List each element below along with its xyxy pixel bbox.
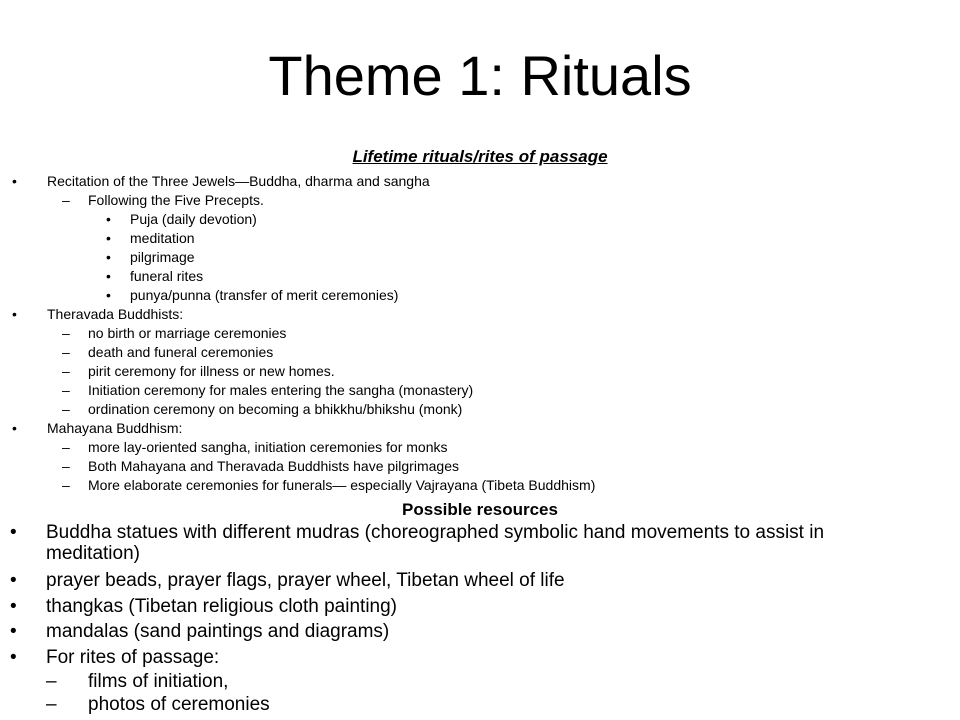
bullet-marker: • <box>10 570 17 591</box>
dash-marker: – <box>62 344 70 360</box>
dash-marker: – <box>62 458 70 474</box>
bullet-marker: • <box>10 522 17 543</box>
dash-marker: – <box>46 671 57 692</box>
bullet-marker: • <box>12 420 17 436</box>
dash-marker: – <box>62 325 70 341</box>
bullet-marker: • <box>106 211 111 227</box>
slide-title: Theme 1: Rituals <box>268 44 692 107</box>
bullet-marker: • <box>10 596 17 617</box>
section-heading-lifetime-rituals: Lifetime rituals/rites of passage <box>352 147 608 166</box>
dash-marker: – <box>62 192 70 208</box>
bullet-marker: • <box>106 287 111 303</box>
dash-marker: – <box>62 363 70 379</box>
bullet-marker: • <box>106 230 111 246</box>
dash-marker: – <box>62 477 70 493</box>
bullet-marker: • <box>12 306 17 322</box>
bullet-marker: • <box>10 621 17 642</box>
bullet-marker: • <box>10 647 17 668</box>
bullet-marker: • <box>106 249 111 265</box>
dash-marker: – <box>46 694 57 715</box>
dash-marker: – <box>62 439 70 455</box>
bullet-marker: • <box>106 268 111 284</box>
section-heading-possible-resources: Possible resources <box>402 500 558 519</box>
bullet-marker: • <box>12 173 17 189</box>
dash-marker: – <box>62 382 70 398</box>
dash-marker: – <box>62 401 70 417</box>
